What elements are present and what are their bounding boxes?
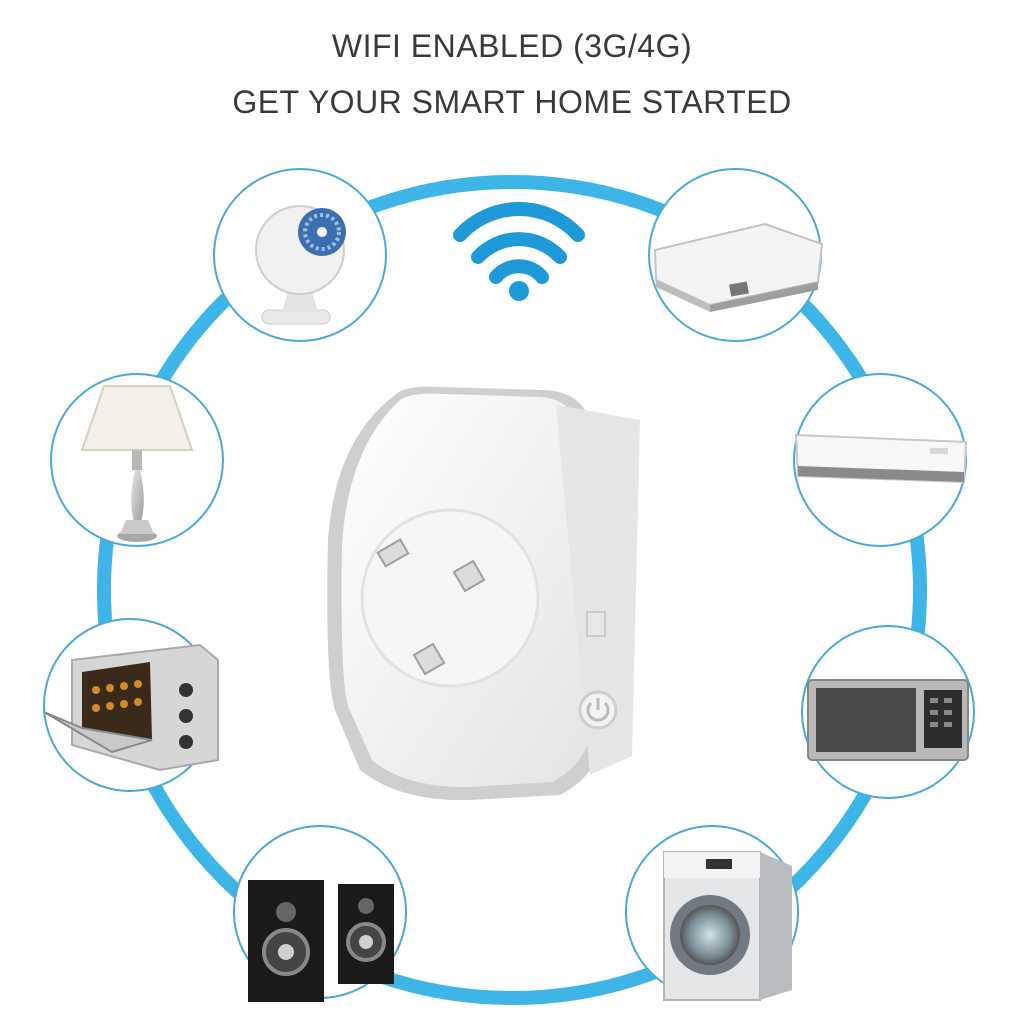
headline-line-2: GET YOUR SMART HOME STARTED	[232, 84, 792, 120]
power-button-icon	[578, 690, 618, 730]
microwave-icon	[807, 679, 969, 761]
air-conditioner-icon	[794, 433, 968, 484]
fan-icon	[255, 205, 346, 325]
appliance-circle-air-conditioner	[793, 373, 968, 547]
socket-face	[360, 508, 540, 688]
appliance-circle-oven	[43, 618, 219, 792]
oven-icon	[43, 643, 219, 772]
appliance-circle-fan	[213, 168, 387, 342]
appliance-circle-projector	[648, 168, 824, 342]
lamp-icon	[80, 385, 194, 542]
headline-line-1: WIFI ENABLED (3G/4G)	[331, 28, 693, 64]
connection-ring	[97, 175, 927, 1005]
appliance-circle-washing-machine	[625, 825, 799, 1001]
appliance-circle-lamp	[50, 373, 224, 547]
washing-machine-icon	[663, 851, 792, 1001]
wifi-icon	[453, 202, 585, 301]
appliance-circle-speakers	[233, 825, 407, 1002]
smart-plug-icon	[327, 386, 640, 801]
projector-icon	[653, 222, 824, 312]
appliance-circle-microwave	[801, 625, 975, 799]
speaker-icon	[248, 880, 394, 1002]
